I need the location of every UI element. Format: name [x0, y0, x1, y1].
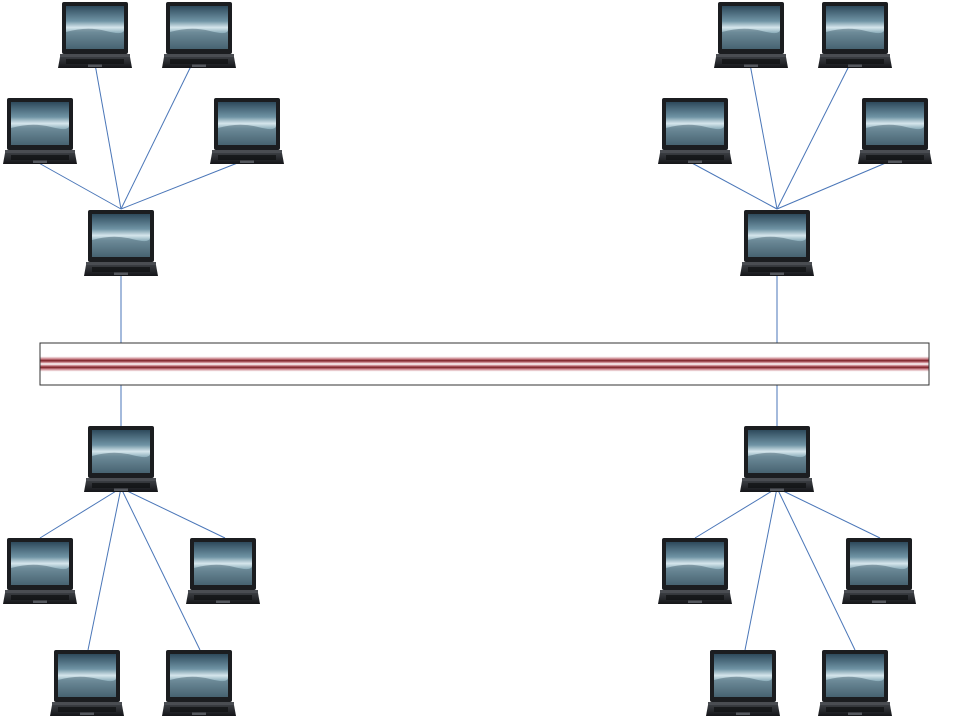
link [121, 488, 200, 650]
link [745, 488, 777, 650]
link [40, 488, 121, 538]
cluster-top-left [3, 2, 284, 276]
link [777, 488, 855, 650]
link [750, 64, 777, 209]
laptop-icon [162, 2, 236, 68]
link [121, 488, 225, 538]
link [121, 162, 240, 209]
laptop-icon [3, 538, 77, 604]
link [95, 64, 121, 209]
laptop-icon [658, 538, 732, 604]
hub-laptop-icon [740, 210, 814, 276]
laptop-icon [210, 98, 284, 164]
laptop-icon [58, 2, 132, 68]
laptop-icon [50, 650, 124, 716]
cluster-bottom-right [658, 426, 916, 716]
laptop-icon [706, 650, 780, 716]
cluster-top-right [658, 2, 932, 276]
laptop-icon [162, 650, 236, 716]
laptop-icon [842, 538, 916, 604]
hub-laptop-icon [84, 210, 158, 276]
laptop-icon [658, 98, 732, 164]
laptop-icon [818, 2, 892, 68]
link [690, 162, 777, 209]
link [121, 64, 192, 209]
laptop-icon [186, 538, 260, 604]
link [777, 162, 888, 209]
link [777, 488, 880, 538]
link [695, 488, 777, 538]
hub-laptop-icon [84, 426, 158, 492]
link [37, 162, 121, 209]
link [88, 488, 121, 650]
hub-laptop-icon [740, 426, 814, 492]
cluster-bottom-left [3, 426, 260, 716]
laptop-icon [3, 98, 77, 164]
laptop-icon [818, 650, 892, 716]
backbone-bus [40, 343, 929, 385]
laptop-icon [714, 2, 788, 68]
link [777, 64, 850, 209]
laptop-icon [858, 98, 932, 164]
